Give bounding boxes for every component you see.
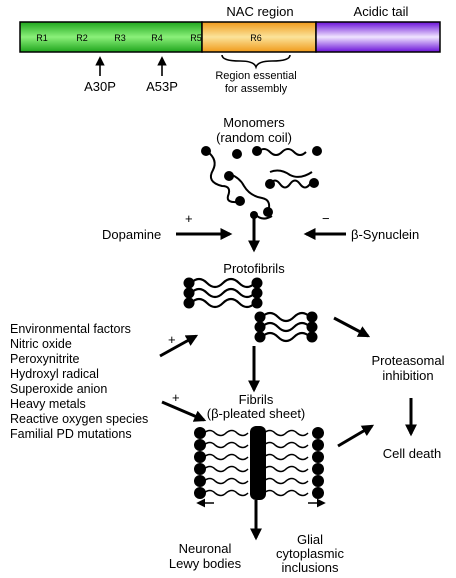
dopamine-plus: + — [185, 211, 193, 226]
factors-to-protofibril-arrow — [159, 334, 199, 358]
factor-item: Hydroxyl radical — [10, 367, 99, 381]
region-label-r4: R4 — [151, 33, 163, 43]
green-segment — [19, 21, 203, 53]
protofibril-lower — [254, 311, 318, 343]
factors-to-fibril-arrow — [161, 400, 207, 422]
glial-label-line2: cytoplasmic — [276, 546, 344, 561]
assembly-brace — [221, 54, 291, 70]
protofibrils-label: Protofibrils — [223, 261, 285, 276]
proteasomal-label-line1: Proteasomal — [372, 353, 445, 368]
factor-item: Reactive oxygen species — [10, 412, 148, 426]
domain-bar: R1 R2 R3 R4 R5 R6 NAC region Acidic tail… — [19, 4, 441, 95]
factors-plus-lower: + — [172, 390, 180, 405]
protofibril-to-proteasome-arrow — [333, 316, 371, 338]
factors-plus-upper: + — [168, 332, 176, 347]
monomers-label-line2: (random coil) — [216, 130, 292, 145]
monomers-label-line1: Monomers — [223, 115, 285, 130]
proteasomal-label-line2: inhibition — [382, 368, 433, 383]
cell-death-label: Cell death — [383, 446, 442, 461]
acidic-segment — [315, 21, 441, 53]
neuronal-label-line1: Neuronal — [179, 541, 232, 556]
factor-item: Peroxynitrite — [10, 352, 80, 366]
fibril-to-death-arrow — [337, 424, 375, 448]
mutation-a53p: A53P — [146, 79, 178, 94]
beta-synuclein-label: β-Synuclein — [351, 227, 419, 242]
factor-item: Superoxide anion — [10, 382, 107, 396]
neuronal-label-line2: Lewy bodies — [169, 556, 242, 571]
fibril-core — [250, 426, 266, 500]
monomer-coils — [207, 148, 313, 220]
fibrils-label-line2: (β-pleated sheet) — [207, 406, 306, 421]
protofibril-upper — [183, 277, 263, 309]
region-label-r1: R1 — [36, 33, 48, 43]
region-label-r6: R6 — [250, 33, 262, 43]
region-label-r5: R5 — [190, 33, 202, 43]
mutation-a30p: A30P — [84, 79, 116, 94]
monomer-heads — [201, 146, 322, 219]
beta-synuclein-minus: − — [322, 211, 330, 226]
nac-region-label: NAC region — [226, 4, 293, 19]
region-note-line2: for assembly — [225, 83, 288, 95]
factor-item: Familial PD mutations — [10, 427, 132, 441]
fibril-structure — [194, 426, 326, 508]
fibrils-label-line1: Fibrils — [239, 392, 274, 407]
dopamine-label: Dopamine — [102, 227, 161, 242]
region-note-line1: Region essential — [215, 70, 296, 82]
factor-item: Heavy metals — [10, 397, 86, 411]
factor-item: Environmental factors — [10, 322, 131, 336]
acidic-tail-label: Acidic tail — [354, 4, 409, 19]
nac-segment — [201, 21, 317, 53]
region-label-r2: R2 — [76, 33, 88, 43]
factor-list: Environmental factors Nitric oxide Perox… — [10, 322, 148, 441]
factor-item: Nitric oxide — [10, 337, 72, 351]
glial-label-line3: inclusions — [281, 560, 339, 575]
region-label-r3: R3 — [114, 33, 126, 43]
glial-label-line1: Glial — [297, 532, 323, 547]
